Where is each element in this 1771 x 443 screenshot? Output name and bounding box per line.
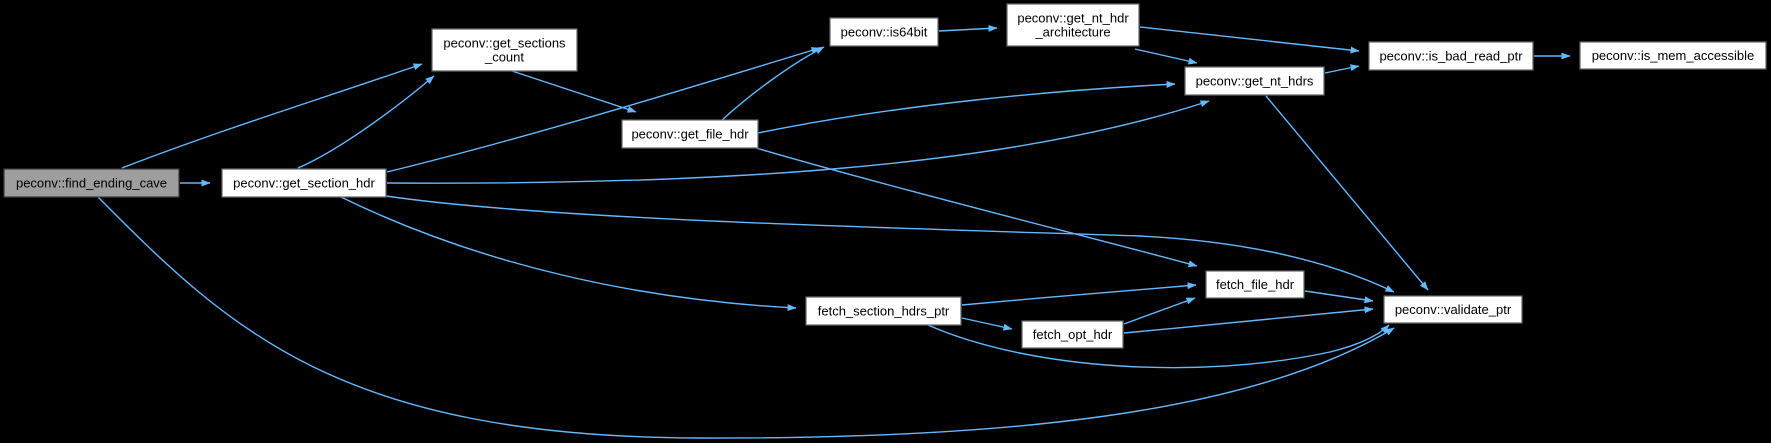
node-box-is_mem_accessible[interactable] — [1579, 41, 1767, 70]
node-box-get_nt_hdrs[interactable] — [1184, 66, 1325, 96]
edge-get_section_hdr-to-get_nt_hdrs — [386, 100, 1210, 184]
node-box-get_nt_hdr_architecture[interactable] — [1006, 3, 1140, 47]
node-get_nt_hdr_architecture[interactable]: peconv::get_nt_hdr_architecture — [1006, 3, 1140, 47]
node-label-is_mem_accessible: peconv::is_mem_accessible — [1592, 48, 1755, 63]
edge-get_section_hdr-to-get_sections_count — [297, 75, 435, 169]
edge-get_file_hdr-to-is64bit — [721, 46, 825, 121]
edge-get_nt_hdrs-to-validate_ptr — [1265, 95, 1429, 291]
node-is64bit[interactable]: peconv::is64bit — [829, 17, 939, 47]
edge-get_section_hdr-to-fetch_section_hdrs_ptr — [340, 196, 797, 312]
nodes-layer: peconv::find_ending_cave peconv::get_sect… — [3, 3, 1767, 349]
node-box-get_file_hdr[interactable] — [621, 119, 759, 149]
node-label-get_nt_hdr_architecture-line2: _architecture — [1034, 25, 1110, 40]
node-box-get_sections_count[interactable] — [431, 28, 578, 72]
node-label-fetch_file_hdr: fetch_file_hdr — [1216, 277, 1295, 292]
node-box-is64bit[interactable] — [829, 17, 939, 47]
node-get_section_hdr[interactable]: peconv::get_section_hdr — [221, 168, 387, 198]
node-label-fetch_section_hdrs_ptr: fetch_section_hdrs_ptr — [818, 304, 950, 319]
edge-get_nt_hdrs-to-is_bad_read_ptr — [1324, 64, 1360, 74]
node-label-get_file_hdr: peconv::get_file_hdr — [631, 127, 749, 142]
node-label-is_bad_read_ptr: peconv::is_bad_read_ptr — [1379, 49, 1523, 64]
node-label-get_sections_count-line2: _count — [484, 50, 524, 65]
node-label-get_nt_hdrs: peconv::get_nt_hdrs — [1196, 74, 1314, 89]
node-box-get_section_hdr[interactable] — [221, 168, 387, 198]
node-find_ending_cave[interactable]: peconv::find_ending_cave — [3, 168, 180, 198]
node-get_file_hdr[interactable]: peconv::get_file_hdr — [621, 119, 759, 149]
node-is_bad_read_ptr[interactable]: peconv::is_bad_read_ptr — [1368, 41, 1534, 71]
node-label-fetch_opt_hdr: fetch_opt_hdr — [1033, 327, 1113, 342]
edge-fetch_section_hdrs_ptr-to-validate_ptr — [927, 324, 1390, 369]
node-label-is64bit: peconv::is64bit — [841, 25, 928, 40]
node-get_sections_count[interactable]: peconv::get_sections_count — [431, 28, 578, 72]
node-box-find_ending_cave[interactable] — [3, 168, 180, 198]
edge-get_file_hdr-to-get_nt_hdrs — [757, 80, 1176, 134]
node-fetch_section_hdrs_ptr[interactable]: fetch_section_hdrs_ptr — [805, 296, 962, 326]
edge-fetch_file_hdr-to-validate_ptr — [1304, 290, 1374, 304]
edge-fetch_opt_hdr-to-fetch_file_hdr — [1123, 297, 1196, 325]
node-box-fetch_opt_hdr[interactable] — [1021, 320, 1124, 349]
node-fetch_opt_hdr[interactable]: fetch_opt_hdr — [1021, 320, 1124, 349]
edges-layer — [97, 24, 1571, 439]
node-label-find_ending_cave: peconv::find_ending_cave — [16, 176, 167, 191]
edge-get_section_hdr-to-validate_ptr — [385, 195, 1395, 293]
edge-is64bit-to-get_nt_hdr_architecture — [938, 24, 998, 32]
edge-get_nt_hdr_architecture-to-is_bad_read_ptr — [1139, 26, 1360, 54]
node-label-get_nt_hdr_architecture-line1: peconv::get_nt_hdr — [1017, 11, 1129, 26]
node-validate_ptr[interactable]: peconv::validate_ptr — [1383, 295, 1523, 324]
node-fetch_file_hdr[interactable]: fetch_file_hdr — [1205, 270, 1305, 299]
edge-fetch_section_hdrs_ptr-to-fetch_opt_hdr — [961, 317, 1013, 331]
edge-fetch_section_hdrs_ptr-to-fetch_file_hdr — [961, 282, 1197, 306]
node-box-fetch_section_hdrs_ptr[interactable] — [805, 296, 962, 326]
node-box-is_bad_read_ptr[interactable] — [1368, 41, 1534, 71]
edge-fetch_opt_hdr-to-validate_ptr — [1123, 306, 1374, 334]
edge-find_ending_cave-to-validate_ptr — [97, 196, 1395, 439]
edge-find_ending_cave-to-get_sections_count — [121, 63, 423, 169]
edge-get_file_hdr-to-fetch_file_hdr — [755, 147, 1198, 268]
node-label-get_sections_count-line1: peconv::get_sections — [443, 36, 566, 51]
node-get_nt_hdrs[interactable]: peconv::get_nt_hdrs — [1184, 66, 1325, 96]
edge-get_nt_hdr_architecture-to-get_nt_hdrs — [1134, 48, 1198, 65]
node-is_mem_accessible[interactable]: peconv::is_mem_accessible — [1579, 41, 1767, 70]
node-box-validate_ptr[interactable] — [1383, 295, 1523, 324]
node-label-get_section_hdr: peconv::get_section_hdr — [233, 176, 375, 191]
node-box-fetch_file_hdr[interactable] — [1205, 270, 1305, 299]
edge-get_sections_count-to-get_file_hdr — [511, 70, 637, 113]
node-label-validate_ptr: peconv::validate_ptr — [1395, 302, 1512, 317]
